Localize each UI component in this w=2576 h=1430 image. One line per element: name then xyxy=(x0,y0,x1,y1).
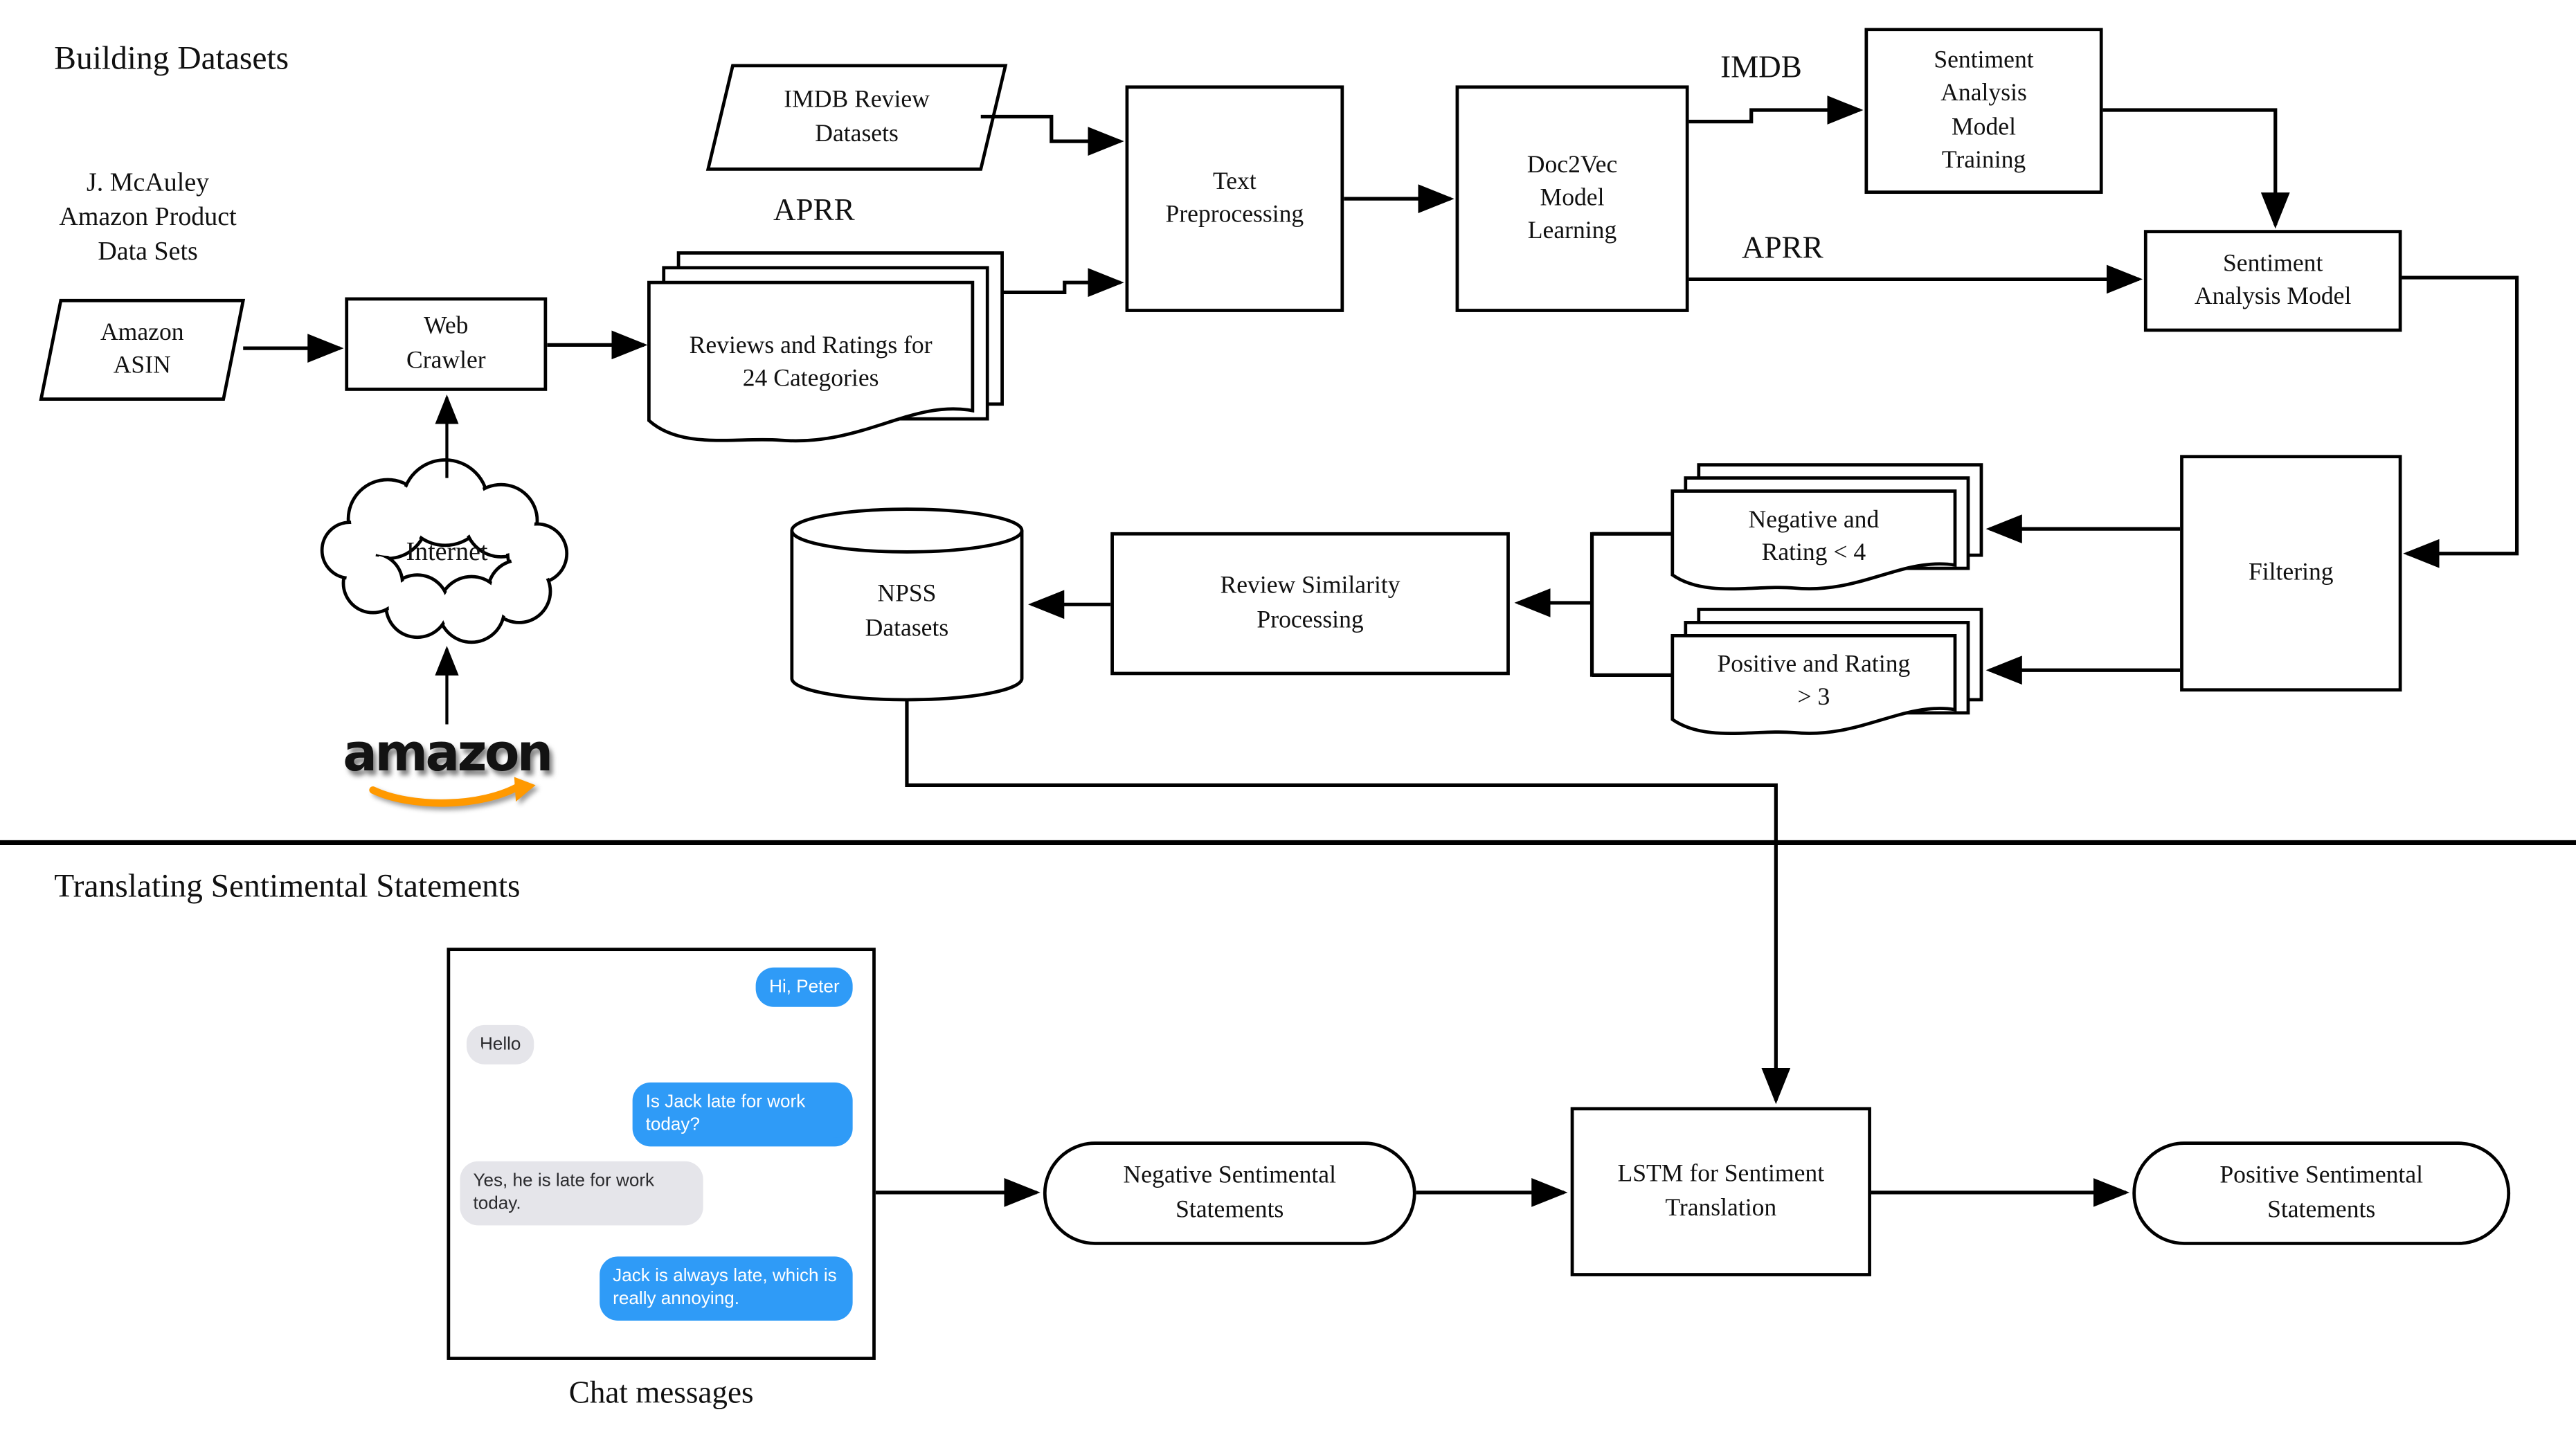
imdb-datasets-label: IMDB Review Datasets xyxy=(784,87,930,147)
amazon-logo: amazon xyxy=(343,724,553,784)
review-similarity-node: Review Similarity Processing xyxy=(1110,532,1510,676)
reviews-stack-shape xyxy=(647,251,1004,443)
doc2vec-label: Doc2Vec Model Learning xyxy=(1526,152,1618,245)
filtering-label: Filtering xyxy=(2248,559,2334,586)
reviews-stack-label: Reviews and Ratings for 24 Categories xyxy=(689,333,933,393)
chat-bubble-outgoing: Jack is always late, which is really ann… xyxy=(600,1256,853,1321)
positive-stack-shape xyxy=(1670,608,1983,735)
edge-stacks-bracket xyxy=(1589,532,1673,677)
lstm-label: LSTM for Sentiment Translation xyxy=(1617,1161,1825,1222)
section-title-building: Building Datasets xyxy=(54,41,289,78)
negative-stack-label: Negative and Rating < 4 xyxy=(1748,507,1880,567)
section-title-translating: Translating Sentimental Statements xyxy=(54,869,521,905)
edge-stack-to-preprocessing xyxy=(1002,268,1124,298)
doc2vec-node: Doc2Vec Model Learning xyxy=(1455,85,1689,312)
negative-stack-shape xyxy=(1670,463,1983,591)
chat-bubble-outgoing: Hi, Peter xyxy=(756,967,853,1008)
npss-cylinder-shape xyxy=(790,507,1024,702)
text-preprocessing-label: Text Preprocessing xyxy=(1165,168,1304,228)
amazon-asin-shape xyxy=(39,298,246,401)
amazon-smile-icon xyxy=(369,777,536,807)
chat-bubble-incoming: Yes, he is late for work today. xyxy=(460,1161,703,1225)
lstm-node: LSTM for Sentiment Translation xyxy=(1570,1107,1871,1276)
negative-stadium-label: Negative Sentimental Statements xyxy=(1123,1163,1336,1223)
positive-stack-label: Positive and Rating > 3 xyxy=(1717,651,1911,712)
filtering-node: Filtering xyxy=(2180,455,2402,692)
edge-npss-to-lstm xyxy=(905,699,1791,1105)
sentiment-training-label: Sentiment Analysis Model Training xyxy=(1934,47,2034,174)
reviews-stack-node: Reviews and Ratings for 24 Categories xyxy=(660,305,961,420)
chat-messages-panel: Hi, Peter Hello Is Jack late for work to… xyxy=(447,948,876,1360)
imdb-datasets-shape xyxy=(705,64,1008,171)
edge-label-imdb: IMDB xyxy=(1720,51,1802,86)
chat-caption: Chat messages xyxy=(568,1376,754,1411)
amazon-asin-node: Amazon ASIN xyxy=(41,300,243,399)
mcauley-note-line1: J. McAuley xyxy=(86,169,210,197)
negative-stadium-node: Negative Sentimental Statements xyxy=(1043,1141,1416,1245)
stack-tag-aprr: APRR xyxy=(773,194,855,228)
positive-stadium-node: Positive Sentimental Statements xyxy=(2132,1141,2511,1245)
imdb-datasets-node: IMDB Review Datasets xyxy=(732,66,980,170)
negative-stack-node: Negative and Rating < 4 xyxy=(1679,498,1948,577)
internet-cloud-label: Internet xyxy=(406,538,488,568)
mcauley-note-line3: Data Sets xyxy=(98,237,198,266)
positive-stadium-label: Positive Sentimental Statements xyxy=(2219,1163,2424,1223)
edge-doc2vec-to-training xyxy=(1688,96,1864,125)
review-similarity-label: Review Similarity Processing xyxy=(1220,573,1400,633)
edge-model-to-filtering xyxy=(2402,275,2519,568)
amazon-asin-label: Amazon ASIN xyxy=(100,320,184,380)
positive-stack-node: Positive and Rating > 3 xyxy=(1679,642,1948,721)
edge-imdb-to-preprocessing xyxy=(980,114,1124,156)
internet-cloud-shape xyxy=(320,458,569,644)
chat-bubble-outgoing: Is Jack late for work today? xyxy=(632,1082,853,1146)
chat-bubble-incoming: Hello xyxy=(466,1024,534,1065)
npss-label: NPSS Datasets xyxy=(865,581,949,642)
edge-label-aprr: APRR xyxy=(1741,231,1823,266)
edge-training-to-model xyxy=(2102,108,2290,229)
web-crawler-label: Web Crawler xyxy=(406,314,486,374)
internet-cloud-node: Internet xyxy=(348,537,546,570)
npss-node: NPSS Datasets xyxy=(809,567,1006,658)
mcauley-note: J. McAuley Amazon Product Data Sets xyxy=(13,168,282,270)
mcauley-note-line2: Amazon Product xyxy=(59,203,237,232)
text-preprocessing-node: Text Preprocessing xyxy=(1125,85,1344,312)
sentiment-training-node: Sentiment Analysis Model Training xyxy=(1864,28,2103,194)
sentiment-model-label: Sentiment Analysis Model xyxy=(2194,251,2352,311)
sentiment-model-node: Sentiment Analysis Model xyxy=(2143,230,2402,332)
web-crawler-node: Web Crawler xyxy=(345,297,548,391)
